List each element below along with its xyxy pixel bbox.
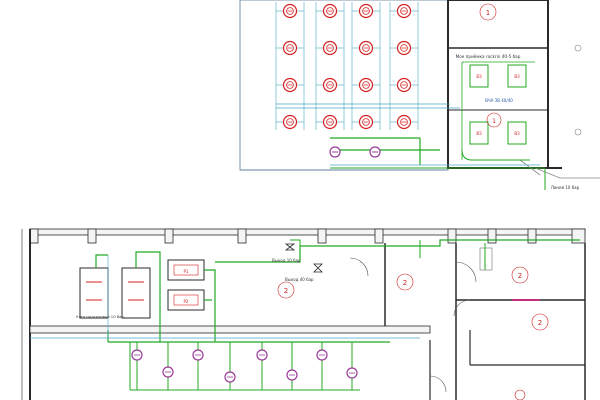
upper-pump-2 — [369, 146, 381, 158]
svg-text:2: 2 — [538, 319, 542, 327]
equipment-unit-4-2 — [390, 40, 418, 56]
upper-right-tank-c: ВЗ — [469, 121, 489, 145]
zone-marker-hall: 2 — [277, 281, 295, 299]
upper-right-tank-b: ВЗ — [507, 64, 527, 88]
right-margin-marks — [574, 44, 582, 136]
upper-equipment-grid — [275, 2, 419, 130]
top-header-label: Мое приёмка rockrin 40-5 бар — [456, 54, 521, 59]
equipment-unit-3-4 — [352, 114, 380, 130]
pump-unit-2 — [162, 342, 174, 390]
outlet-valve-40 — [313, 263, 323, 273]
upper-right-tank-d: ВЗ — [507, 121, 527, 145]
zone-marker-mid: 1 — [486, 112, 502, 128]
svg-text:2: 2 — [518, 272, 522, 280]
svg-text:1: 1 — [492, 118, 496, 125]
svg-text:2: 2 — [403, 279, 407, 287]
equipment-unit-2-4 — [316, 114, 344, 130]
svg-text:Р2: Р2 — [184, 299, 189, 304]
pump-unit-6 — [286, 342, 298, 390]
zone-marker-room-b: 2 — [511, 266, 529, 284]
svg-text:1: 1 — [486, 9, 490, 17]
receiver-tank-right — [121, 267, 151, 319]
upper-right-tank-a: ВЗ — [469, 64, 489, 88]
upper-building-walls — [239, 0, 600, 179]
svg-text:2: 2 — [284, 287, 288, 295]
svg-text:ВЗ: ВЗ — [514, 74, 520, 79]
receiver-tank-left — [79, 267, 109, 319]
outlet-valve-10 — [284, 243, 296, 251]
svg-text:Р1: Р1 — [184, 269, 189, 274]
equipment-unit-2-1 — [316, 3, 344, 19]
outlet-40-label: Выход 40 бар — [285, 277, 314, 282]
equipment-unit-1-2 — [276, 40, 304, 56]
lower-pump-row — [130, 342, 360, 391]
compressor-unit-bottom: Р2 — [167, 289, 205, 311]
pump-unit-4 — [224, 342, 236, 390]
upper-pump-1 — [329, 146, 341, 158]
pump-unit-5 — [256, 342, 268, 390]
pump-unit-1 — [131, 342, 143, 390]
svg-text:ВЗ: ВЗ — [476, 131, 482, 136]
zone-marker-room-c: 2 — [531, 313, 549, 331]
equipment-unit-3-3 — [352, 77, 380, 93]
equipment-unit-3-2 — [352, 40, 380, 56]
upper-cyan-pipes — [276, 103, 546, 190]
equipment-unit-1-4 — [276, 114, 304, 130]
zone-marker-top: 1 — [479, 3, 497, 21]
zone-marker-room-d — [514, 389, 526, 400]
pump-unit-3 — [192, 342, 204, 390]
receiver-label: Узел подготовки 10 бар — [76, 314, 124, 319]
outlet-10-label: Выход 10 бар — [272, 258, 301, 263]
equipment-unit-1-1 — [276, 3, 304, 19]
lower-building-walls — [21, 228, 586, 400]
pump-unit-7 — [316, 342, 328, 390]
lower-cyan-pipes — [30, 255, 420, 339]
equipment-unit-1-3 — [276, 77, 304, 93]
svg-text:ВЗ: ВЗ — [476, 74, 482, 79]
compressor-unit-top: Р1 — [167, 259, 205, 281]
equipment-unit-4-1 — [390, 3, 418, 19]
pump-unit-8 — [346, 342, 358, 390]
equipment-unit-2-3 — [316, 77, 344, 93]
equipment-unit-4-4 — [390, 114, 418, 130]
equipment-unit-4-3 — [390, 77, 418, 93]
top-subtext-label: ВЧА ЗВ 40/40 — [485, 98, 513, 103]
supply-right-label: Линия 10 бар — [551, 185, 580, 190]
zone-marker-room-a: 2 — [396, 273, 414, 291]
equipment-unit-2-2 — [316, 40, 344, 56]
svg-text:ВЗ: ВЗ — [514, 131, 520, 136]
equipment-unit-3-1 — [352, 3, 380, 19]
lower-green-pipes — [95, 239, 580, 390]
